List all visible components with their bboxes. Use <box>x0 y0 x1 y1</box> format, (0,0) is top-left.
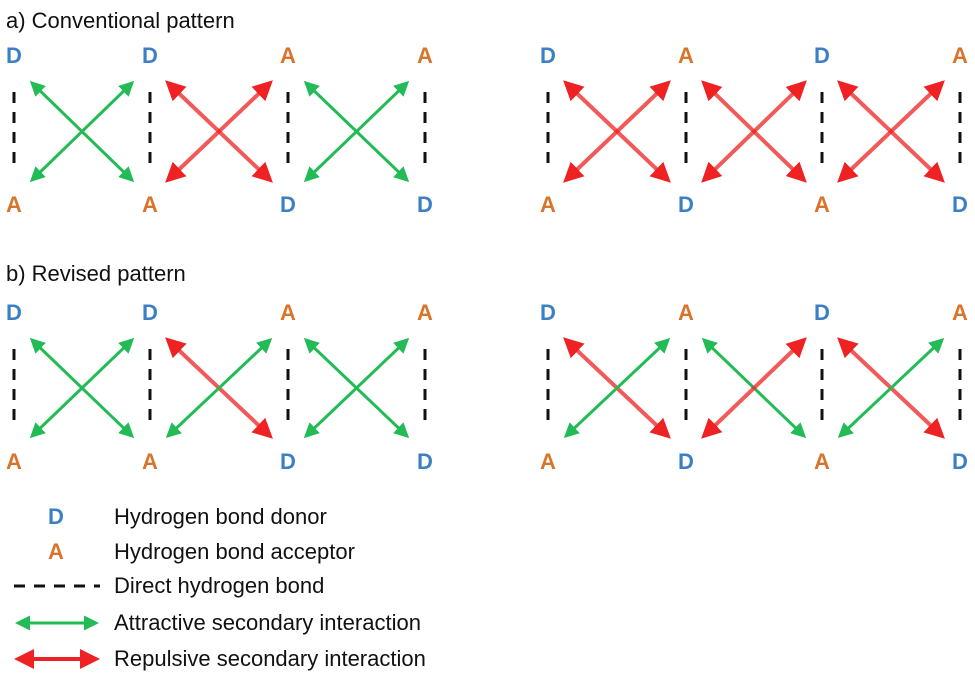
donor-label: D <box>540 300 556 325</box>
repulsive-interaction-arrow <box>701 337 807 439</box>
attractive-interaction-arrow <box>303 337 410 439</box>
legend-donor-symbol: D <box>48 504 64 529</box>
donor-label: D <box>417 192 433 217</box>
legend-acceptor-symbol: A <box>48 539 64 564</box>
acceptor-label: A <box>280 300 296 325</box>
acceptor-label: A <box>142 192 158 217</box>
acceptor-label: A <box>952 43 968 68</box>
diagram-layer: D A D A A D A D D A A D D A A D D A D A A D A D D A A D D A A D <box>6 43 968 474</box>
acceptor-label: A <box>6 192 22 217</box>
acceptor-label: A <box>952 300 968 325</box>
attractive-interaction-arrow <box>837 337 945 439</box>
acceptor-label: A <box>814 449 830 474</box>
acceptor-label: A <box>6 449 22 474</box>
legend-bond-label: Direct hydrogen bond <box>114 573 324 598</box>
donor-label: D <box>280 192 296 217</box>
acceptor-label: A <box>280 43 296 68</box>
donor-label: D <box>417 449 433 474</box>
acceptor-label: A <box>814 192 830 217</box>
donor-label: D <box>6 300 22 325</box>
donor-label: D <box>814 43 830 68</box>
legend-attractive-label: Attractive secondary interaction <box>114 610 421 635</box>
donor-label: D <box>678 192 694 217</box>
acceptor-label: A <box>417 300 433 325</box>
donor-label: D <box>952 192 968 217</box>
acceptor-label: A <box>142 449 158 474</box>
repulsive-interaction-arrow <box>837 80 945 183</box>
acceptor-label: A <box>417 43 433 68</box>
panel-b-title: b) Revised pattern <box>6 261 186 286</box>
repulsive-interaction-arrow <box>701 80 807 183</box>
legend-repulsive-label: Repulsive secondary interaction <box>114 646 426 671</box>
attractive-interaction-arrow <box>563 337 671 439</box>
donor-label: D <box>678 449 694 474</box>
donor-label: D <box>6 43 22 68</box>
attractive-interaction-arrow <box>303 80 410 183</box>
acceptor-label: A <box>540 192 556 217</box>
attractive-interaction-arrow <box>29 80 135 183</box>
repulsive-interaction-arrow <box>165 80 273 183</box>
donor-label: D <box>142 43 158 68</box>
panel-a-title: a) Conventional pattern <box>6 8 235 33</box>
attractive-interaction-arrow <box>165 337 273 439</box>
acceptor-label: A <box>678 300 694 325</box>
legend-donor-label: Hydrogen bond donor <box>114 504 327 529</box>
acceptor-label: A <box>678 43 694 68</box>
donor-label: D <box>814 300 830 325</box>
legend-acceptor-label: Hydrogen bond acceptor <box>114 539 355 564</box>
donor-label: D <box>952 449 968 474</box>
attractive-interaction-arrow <box>29 337 135 439</box>
acceptor-label: A <box>540 449 556 474</box>
legend: D Hydrogen bond donor A Hydrogen bond ac… <box>14 504 426 671</box>
donor-label: D <box>280 449 296 474</box>
donor-label: D <box>540 43 556 68</box>
donor-label: D <box>142 300 158 325</box>
repulsive-interaction-arrow <box>563 80 671 183</box>
